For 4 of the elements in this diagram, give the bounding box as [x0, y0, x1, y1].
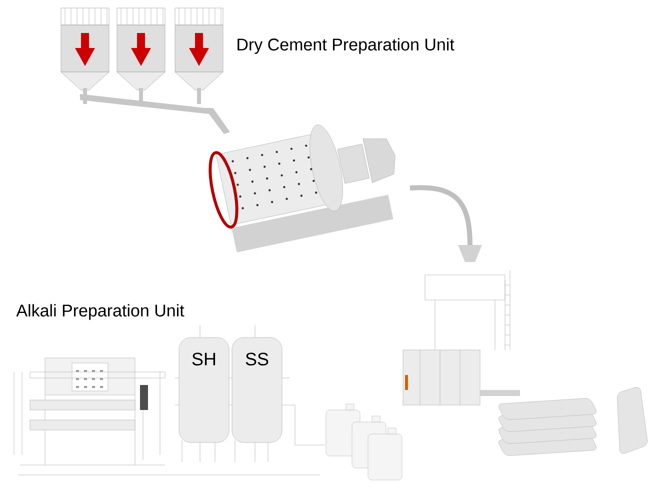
- storage-tank: SH: [178, 337, 230, 443]
- unit-label: Alkali Preparation Unit: [16, 304, 184, 320]
- storage-tank: SS: [232, 337, 282, 443]
- unit-label: Dry Cement Preparation Unit: [238, 38, 454, 54]
